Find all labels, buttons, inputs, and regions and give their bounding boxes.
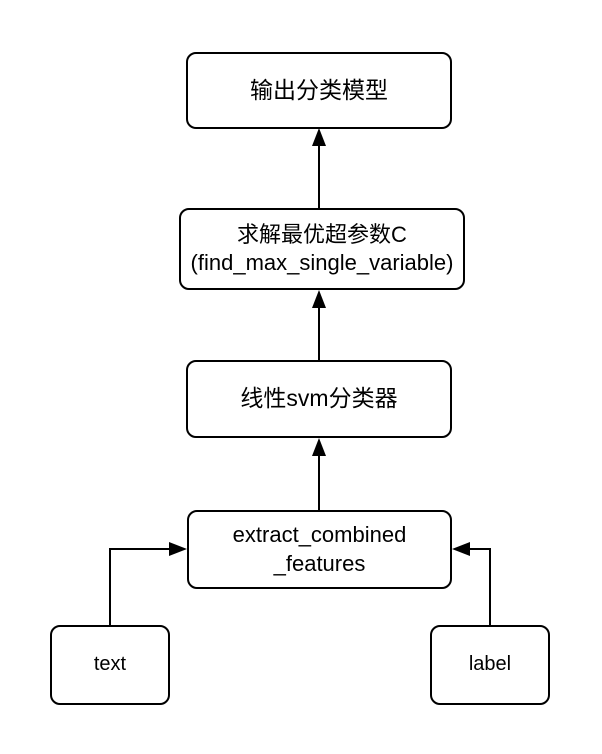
node-solve-hyperparameter-c[interactable]: 求解最优超参数C (find_max_single_variable) — [179, 208, 465, 290]
edge-text-to-extract — [109, 542, 187, 625]
edge-extract-to-linear-svm — [312, 438, 326, 510]
node-label-input-label: label — [468, 653, 512, 676]
node-output-model-label: 输出分类模型 — [250, 76, 388, 103]
node-solve-c-line1: 求解最优超参数C — [237, 221, 407, 247]
node-extract-line2: _features — [273, 550, 366, 576]
node-extract-line1: extract_combined — [232, 522, 407, 548]
node-linear-svm-classifier-label: 线性svm分类器 — [240, 385, 398, 412]
edge-solve-c-to-output-model — [312, 128, 326, 208]
node-linear-svm-classifier[interactable]: 线性svm分类器 — [186, 360, 452, 438]
node-extract-combined-features[interactable]: extract_combined_features — [187, 510, 452, 589]
node-text-input-label: text — [93, 653, 127, 676]
node-output-model[interactable]: 输出分类模型 — [186, 52, 452, 129]
edge-linear-svm-to-solve-c — [312, 290, 326, 360]
node-label-input[interactable]: label — [430, 625, 550, 705]
node-solve-hyperparameter-c-label: 求解最优超参数C (find_max_single_variable) — [181, 221, 463, 277]
edge-label-to-extract — [452, 542, 491, 625]
node-solve-c-line2: (find_max_single_variable) — [190, 250, 454, 275]
node-text-input[interactable]: text — [50, 625, 170, 705]
node-extract-combined-features-label: extract_combined_features — [189, 521, 450, 577]
